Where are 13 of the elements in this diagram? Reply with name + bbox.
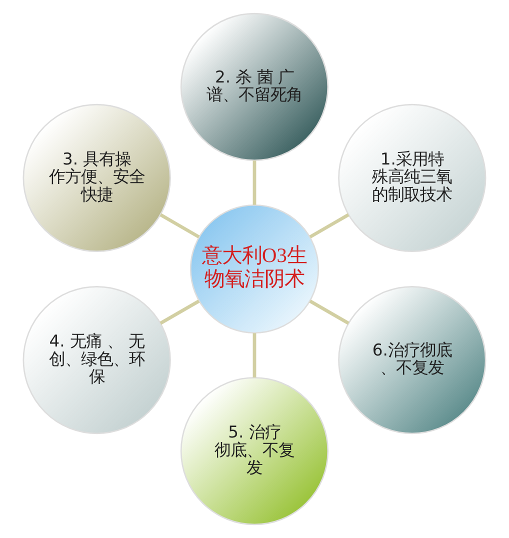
connector xyxy=(252,333,256,378)
node-circle: 5. 治疗彻底、不复发 xyxy=(180,377,329,526)
node-circle: 2. 杀 菌 广谱、不留死角 xyxy=(180,12,329,161)
connector xyxy=(252,160,256,205)
node-circle: 3. 具有操作方便、安全快捷 xyxy=(22,104,171,252)
connector xyxy=(160,300,200,325)
node-circle: 1.采用特殊高纯三氧的制取技术 xyxy=(338,104,486,252)
node-circle: 4. 无痛 、 无创、绿色、环保 xyxy=(22,286,171,434)
node-circle: 意大利O3生物氧洁阴术 xyxy=(190,204,320,334)
connector xyxy=(309,213,350,238)
node-circle: 6.治疗彻底、不复发 xyxy=(338,286,486,434)
connector xyxy=(309,300,350,325)
connector xyxy=(160,213,200,238)
